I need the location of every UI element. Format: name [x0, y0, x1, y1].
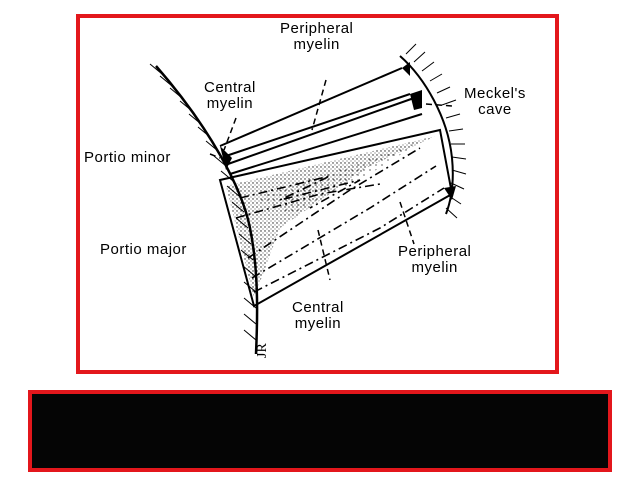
label-portio-major: Portio major	[100, 241, 187, 258]
label-meckels-cave: Meckel's cave	[464, 85, 526, 118]
caption-box	[28, 390, 612, 472]
leader-lines	[209, 79, 453, 281]
transition-zone-top	[402, 62, 410, 76]
figure-frame: JR Peripheral myelin Central myelin Meck…	[76, 14, 559, 374]
label-portio-minor: Portio minor	[84, 149, 171, 166]
transition-zone-lower	[444, 186, 456, 200]
transition-zone-cave	[410, 90, 422, 110]
label-peripheral-myelin-top: Peripheral myelin	[280, 20, 354, 53]
transition-zone-minor	[220, 146, 232, 170]
portio-minor-root	[219, 62, 456, 200]
label-central-myelin-top: Central myelin	[204, 79, 256, 112]
label-central-myelin-bottom: Central myelin	[292, 299, 344, 332]
label-peripheral-myelin-bottom: Peripheral myelin	[398, 243, 472, 276]
artist-signature: JR	[255, 343, 270, 358]
nerve-root-diagram: JR	[149, 43, 467, 358]
portio-major-root	[218, 128, 454, 308]
